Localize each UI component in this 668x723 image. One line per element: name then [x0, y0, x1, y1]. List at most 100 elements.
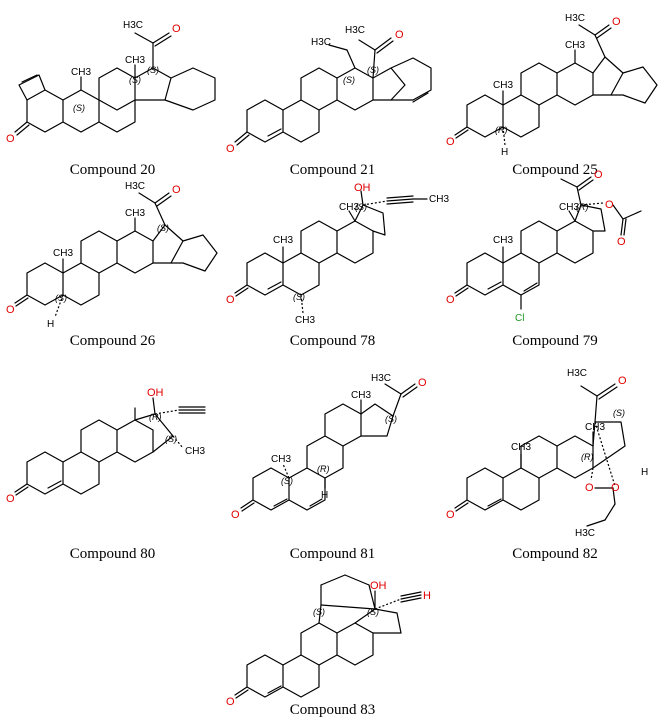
stereo-label: (R) [576, 202, 589, 212]
stereo-label: (S) [355, 202, 367, 212]
oxygen-label: O [226, 294, 235, 306]
hydrogen-label: H [321, 490, 328, 501]
stereo-label: (S) [129, 75, 141, 85]
oxygen-label: O [594, 169, 603, 181]
compound-79-caption: Compound 79 [512, 333, 598, 349]
hydrogen-label: H [641, 467, 648, 478]
oxygen-label: O [611, 482, 620, 494]
stereo-label: (S) [367, 607, 379, 617]
acetyl-label: H3C [123, 20, 143, 31]
chlorine-label: Cl [515, 313, 524, 324]
methyl-label: CH3 [295, 315, 315, 326]
oxygen-label: O [6, 133, 15, 145]
compound-79-panel: O O O O Cl CH3 CH3 (R) Compound 79 [445, 169, 665, 353]
methyl-label: CH3 [351, 390, 371, 401]
oxygen-label: O [226, 143, 235, 155]
oxygen-label: O [617, 236, 626, 248]
stereo-label: (R) [495, 125, 508, 135]
oxygen-label: O [6, 304, 15, 316]
acetyl-label: H3C [345, 25, 365, 36]
stereo-label: (S) [281, 476, 293, 486]
methyl-label: CH3 [511, 442, 531, 453]
methyl-label: CH3 [565, 40, 585, 51]
methyl-label: CH3 [585, 422, 605, 433]
oxygen-label: O [6, 493, 15, 505]
stereo-label: (S) [343, 75, 355, 85]
oxygen-label: O [585, 482, 594, 494]
stereo-label: (S) [313, 607, 325, 617]
compound-78-caption: Compound 78 [289, 333, 376, 349]
oxygen-label: O [231, 509, 240, 521]
ethyl-label: H3C [575, 528, 595, 539]
oxygen-label: O [446, 509, 455, 521]
stereo-label: (S) [157, 223, 169, 233]
hydroxyl-label: OH [370, 580, 387, 592]
stereo-label: (S) [385, 414, 397, 424]
oxygen-label: O [172, 23, 181, 35]
methyl-label: CH3 [493, 80, 513, 91]
methyl-label: CH3 [185, 446, 205, 457]
compound-83-caption: Compound 83 [289, 702, 376, 718]
oxygen-label: O [418, 377, 427, 389]
stereo-label: (S) [55, 293, 67, 303]
compound-20-caption: Compound 20 [69, 162, 156, 178]
stereo-label: (R) [581, 452, 594, 462]
ethyl-label: H3C [311, 37, 331, 48]
methyl-label: CH3 [493, 235, 513, 246]
oxygen-label: O [618, 375, 627, 387]
compound-82-structure: O O O O H3C CH3 CH3 H3C H (S) (R) [446, 368, 648, 539]
compound-79-structure: O O O O Cl CH3 CH3 (R) [446, 169, 642, 324]
methyl-label: CH3 [429, 194, 449, 205]
stereo-label: (R) [317, 464, 330, 474]
compound-81-caption: Compound 81 [289, 546, 376, 562]
compound-81-panel: O O H3C CH3 CH3 H (S) (R) (S) Compound 8… [225, 360, 440, 565]
oxygen-label: O [612, 16, 621, 28]
compound-25-panel: O O H3C CH3 CH3 H (R) Compound 25 [445, 5, 665, 183]
compound-83-structure: O OH H (S) (S) [226, 574, 431, 708]
methyl-label: CH3 [339, 202, 359, 213]
compound-80-panel: O OH CH3 (R) (S) Compound 80 [5, 360, 220, 565]
stereo-label: (S) [613, 408, 625, 418]
acetyl-label: H3C [567, 368, 587, 379]
compound-80-caption: Compound 80 [69, 546, 156, 562]
acetyl-label: H3C [371, 373, 391, 384]
stereo-label: (S) [367, 65, 379, 75]
compound-78-structure: O OH CH3 CH3 CH3 CH3 (S) (S) [226, 182, 449, 326]
stereo-label: (S) [73, 103, 85, 113]
methyl-label: CH3 [125, 208, 145, 219]
compound-82-caption: Compound 82 [512, 546, 598, 562]
methyl-label: CH3 [273, 235, 293, 246]
oxygen-label: O [172, 184, 181, 196]
hydroxyl-label: OH [354, 182, 371, 194]
compound-81-structure: O O H3C CH3 CH3 H (S) (R) (S) [231, 373, 427, 521]
acetyl-label: H3C [125, 181, 145, 192]
compound-26-structure: O O H3C CH3 CH3 H (S) (S) [6, 181, 218, 330]
hydroxyl-label: OH [147, 387, 164, 399]
methyl-label: CH3 [271, 454, 291, 465]
methyl-label: CH3 [125, 55, 145, 66]
hydrogen-label: H [47, 319, 54, 330]
oxygen-label: O [395, 29, 404, 41]
compound-83-panel: O OH H (S) (S) Compound 83 [225, 565, 440, 723]
compound-26-caption: Compound 26 [69, 333, 156, 349]
hydrogen-label: H [423, 590, 431, 602]
oxygen-label: O [446, 136, 455, 148]
compound-20-panel: O O H3C CH3 CH3 (S) (S) (S) Compound 20 [5, 5, 220, 183]
stereo-label: (S) [147, 65, 159, 75]
compound-78-panel: O OH CH3 CH3 CH3 CH3 (S) (S) Compound 78 [225, 182, 449, 353]
stereo-label: (S) [165, 434, 177, 444]
oxygen-label: O [605, 199, 614, 211]
oxygen-label: O [226, 696, 235, 708]
compound-80-structure: O OH CH3 (R) (S) [6, 387, 206, 505]
acetyl-label: H3C [565, 13, 585, 24]
compound-21-panel: O O H3C H3C (S) (S) Compound 21 [225, 5, 440, 183]
compound-25-caption: Compound 25 [512, 162, 598, 178]
stereo-label: (R) [149, 412, 162, 422]
compound-21-structure: O O H3C H3C (S) (S) [226, 25, 432, 155]
methyl-label: CH3 [71, 67, 91, 78]
methyl-label: CH3 [559, 202, 579, 213]
compound-25-structure: O O H3C CH3 CH3 H (R) [446, 13, 658, 158]
methyl-label: CH3 [53, 248, 73, 259]
stereo-label: (S) [293, 292, 305, 302]
compound-20-structure: O O H3C CH3 CH3 (S) (S) (S) [6, 20, 216, 145]
